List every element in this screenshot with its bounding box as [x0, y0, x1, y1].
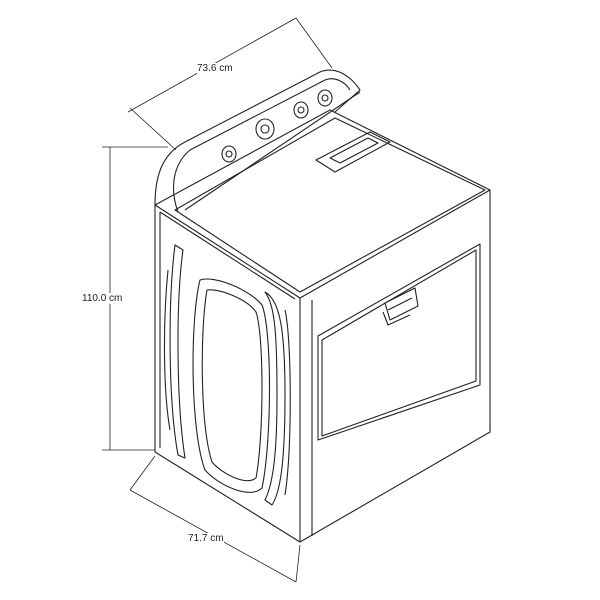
knob-1: [221, 145, 237, 163]
door-handle: [382, 287, 419, 326]
knob-2: [255, 118, 275, 140]
control-console: [154, 69, 361, 213]
side-door: [317, 243, 481, 441]
width-label: 73.6 cm: [197, 63, 233, 74]
control-knobs: [221, 89, 333, 163]
knob-3: [293, 101, 309, 119]
width-dimension-line: [127, 17, 333, 151]
depth-label: 71.7 cm: [188, 533, 224, 544]
knob-4: [317, 89, 333, 107]
display-panel: [315, 131, 391, 173]
dryer-body: [154, 109, 491, 543]
height-label: 110.0 cm: [82, 293, 123, 304]
depth-dimension-line: [129, 455, 301, 583]
front-door: [163, 244, 291, 506]
